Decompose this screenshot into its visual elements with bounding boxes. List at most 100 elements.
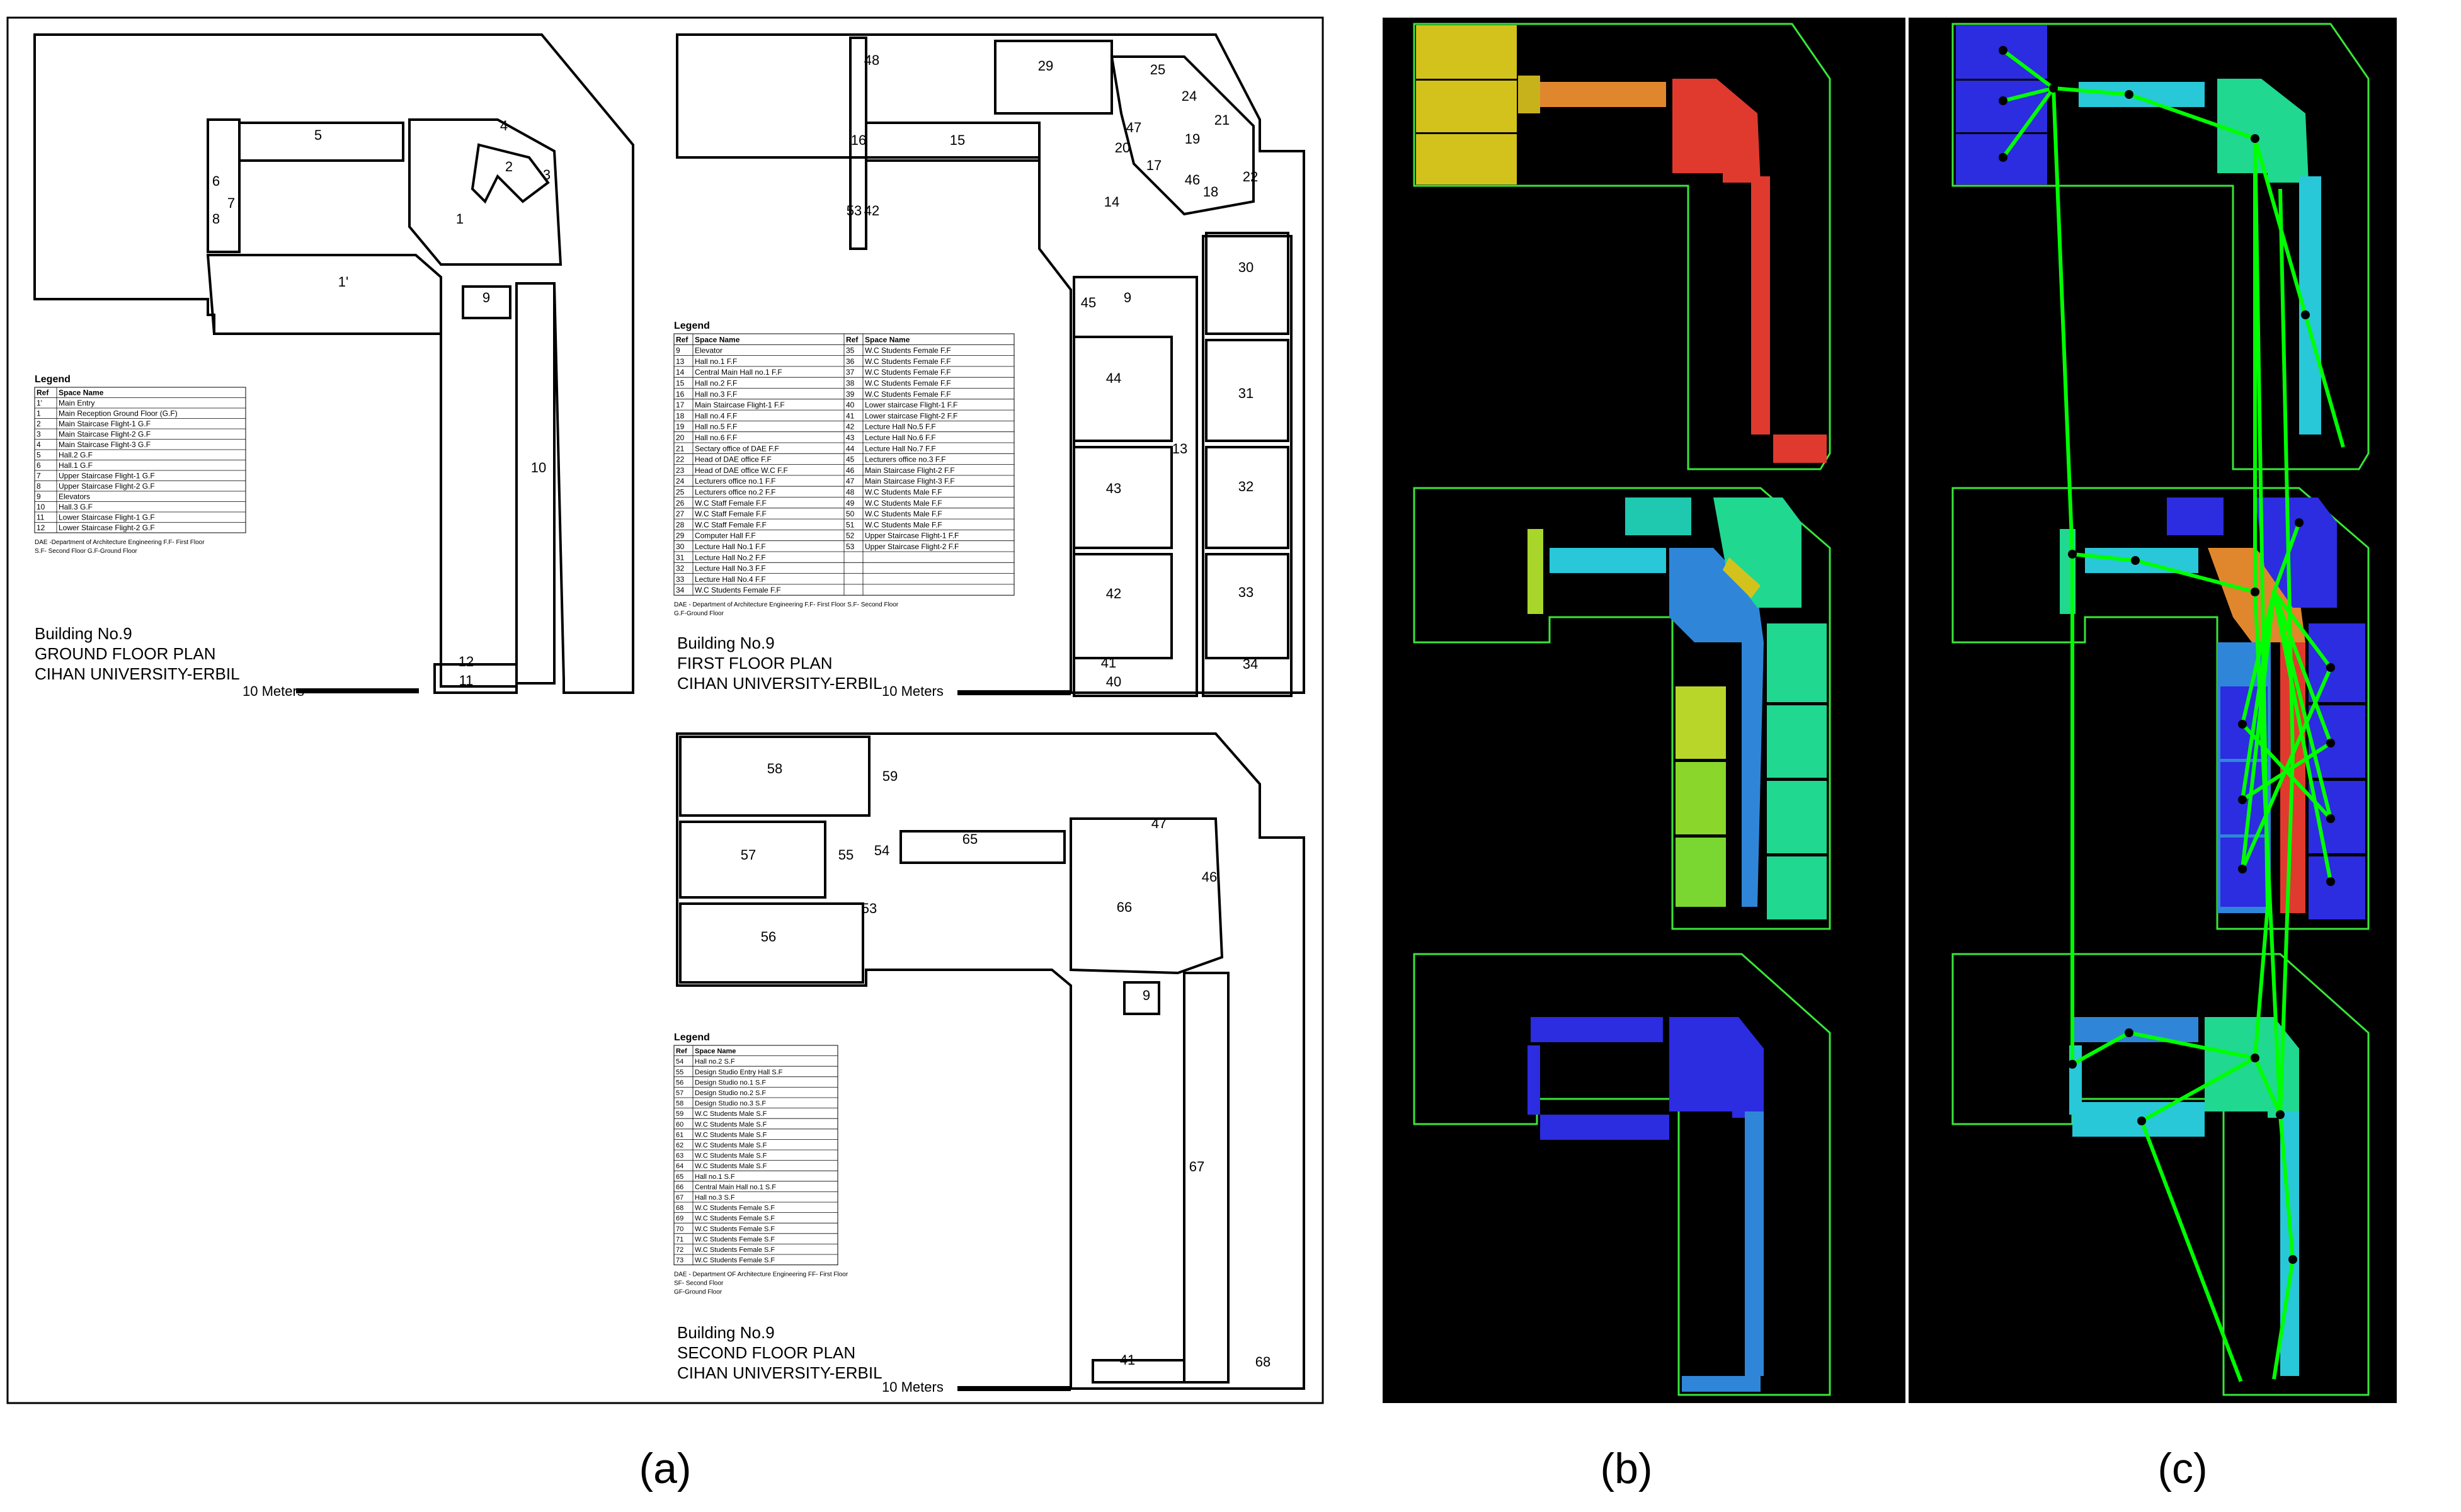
legend-cell: Design Studio Entry Hall S.F [695, 1069, 783, 1076]
legend-cell: 19 [676, 423, 685, 431]
second-room-41 [1092, 1359, 1185, 1384]
legend-cell: 49 [846, 499, 855, 508]
legend-cell: W.C Students Male S.F [695, 1131, 767, 1139]
room-label: 19 [1185, 131, 1200, 147]
legend-cell: Hall.1 G.F [59, 461, 93, 470]
room-label: 42 [864, 203, 879, 219]
legend-cell: 34 [676, 586, 685, 594]
legend-cell: 10 [37, 503, 45, 511]
legend-cell: 8 [37, 482, 41, 491]
legend-header: Ref [37, 389, 49, 397]
legend-cell: 18 [676, 411, 685, 420]
legend-header: Space Name [695, 335, 740, 344]
legend-cell: 29 [676, 531, 685, 540]
ground-floor-plan [33, 33, 634, 694]
caption-b: (b) [1600, 1445, 1652, 1492]
room-label: 7 [227, 195, 235, 211]
first-room-15 [865, 122, 1041, 162]
legend-cell: 66 [676, 1183, 683, 1191]
panel-c-second-outline [1951, 953, 2370, 1396]
legend-cell: W.C Students Female F.F [865, 390, 951, 399]
panel-a-floor-plans [6, 16, 1324, 1404]
legend-cell: 24 [676, 477, 685, 486]
room-label: 21 [1214, 112, 1230, 128]
legend-title: Legend [674, 1032, 710, 1043]
room-label: 58 [767, 761, 782, 776]
panel-b-space [1527, 1045, 1540, 1115]
room-label: 16 [851, 132, 866, 148]
ground-outline [33, 33, 634, 694]
ground-room-11-12 [433, 663, 518, 694]
legend-cell: Central Main Hall no.1 S.F [695, 1183, 776, 1191]
panel-b-space [1767, 623, 1827, 702]
legend-cell: Main Staircase Flight-2 G.F [59, 430, 151, 439]
legend-cell: W.C Students Male F.F [865, 499, 942, 508]
panel-b-space [1745, 1111, 1764, 1376]
legend-cell: 1 [37, 409, 41, 418]
legend-cell: 69 [676, 1215, 683, 1222]
room-label: 59 [882, 768, 898, 784]
legend-header: Space Name [59, 389, 104, 397]
first-room-44 [1073, 336, 1173, 442]
room-label: 8 [212, 211, 220, 227]
legend-cell: W.C Students Female S.F [695, 1205, 775, 1212]
legend-note: SF- Second Floor [674, 1280, 724, 1287]
panel-b-space [1767, 705, 1827, 778]
panel-b-space [1767, 856, 1827, 919]
legend-cell: W.C Students Male F.F [865, 520, 942, 529]
second-room-57 [679, 821, 826, 899]
legend-cell: 33 [676, 575, 685, 584]
legend-note: DAE - Department of Architecture Enginee… [674, 601, 899, 608]
panel-a-border [6, 16, 1324, 1404]
room-label: 54 [874, 843, 889, 858]
legend-cell: Lecturers office no.2 F.F [695, 488, 776, 497]
room-label: 42 [1106, 586, 1121, 601]
room-label: 29 [1038, 58, 1053, 74]
first-outline [676, 33, 1305, 694]
legend-cell: 55 [676, 1069, 683, 1076]
legend-cell: 71 [676, 1236, 683, 1243]
ground-stair-column [207, 118, 241, 253]
legend-cell: 67 [676, 1194, 683, 1202]
legend-note: DAE - Department OF Architecture Enginee… [674, 1271, 848, 1278]
panel-b-space [1625, 497, 1691, 535]
room-label: 30 [1238, 259, 1253, 275]
legend-cell: 43 [846, 433, 855, 442]
room-label: 41 [1101, 655, 1116, 671]
panel-c-ground-outline [1951, 23, 2370, 470]
room-label: 46 [1185, 172, 1200, 188]
room-label: 32 [1238, 479, 1253, 494]
legend-cell: 48 [846, 488, 855, 497]
legend-cell: Sectary office of DAE F.F [695, 444, 779, 453]
ground-room-1 [408, 118, 562, 266]
plan-title-line: CIHAN UNIVERSITY-ERBIL [677, 674, 882, 693]
room-label: 47 [1151, 816, 1167, 831]
legend-cell: 3 [37, 430, 41, 439]
panel-b-space [1416, 134, 1517, 185]
panel-b-space [1669, 548, 1764, 907]
panel-c-space [2309, 623, 2365, 702]
first-room-42 [1073, 553, 1173, 659]
room-label: 55 [838, 847, 854, 863]
legend-cell: 5 [37, 451, 41, 460]
legend-table [673, 1045, 838, 1266]
legend-cell: Hall no.6 F.F [695, 433, 737, 442]
panel-b-space-map [1383, 18, 1905, 1403]
ground-room-5 [238, 122, 404, 162]
legend-cell: 32 [676, 564, 685, 573]
panel-b-space [1527, 529, 1543, 614]
legend-cell: Design Studio no.1 S.F [695, 1079, 766, 1086]
plan-title-line: SECOND FLOOR PLAN [677, 1343, 855, 1362]
legend-cell: 53 [846, 542, 855, 551]
legend-cell: Hall no.1 F.F [695, 357, 737, 366]
legend-header: Space Name [695, 1048, 736, 1055]
legend-cell: 31 [676, 553, 685, 562]
room-label: 13 [1172, 441, 1187, 457]
legend-cell: Lower staircase Flight-1 F.F [865, 401, 957, 409]
scale-label: 10 Meters [882, 683, 944, 699]
legend-cell: 70 [676, 1225, 683, 1233]
legend-cell: Lower Staircase Flight-1 G.F [59, 513, 155, 522]
legend-cell: 6 [37, 461, 41, 470]
legend-cell: 37 [846, 368, 855, 377]
second-room-66 [1070, 817, 1224, 975]
